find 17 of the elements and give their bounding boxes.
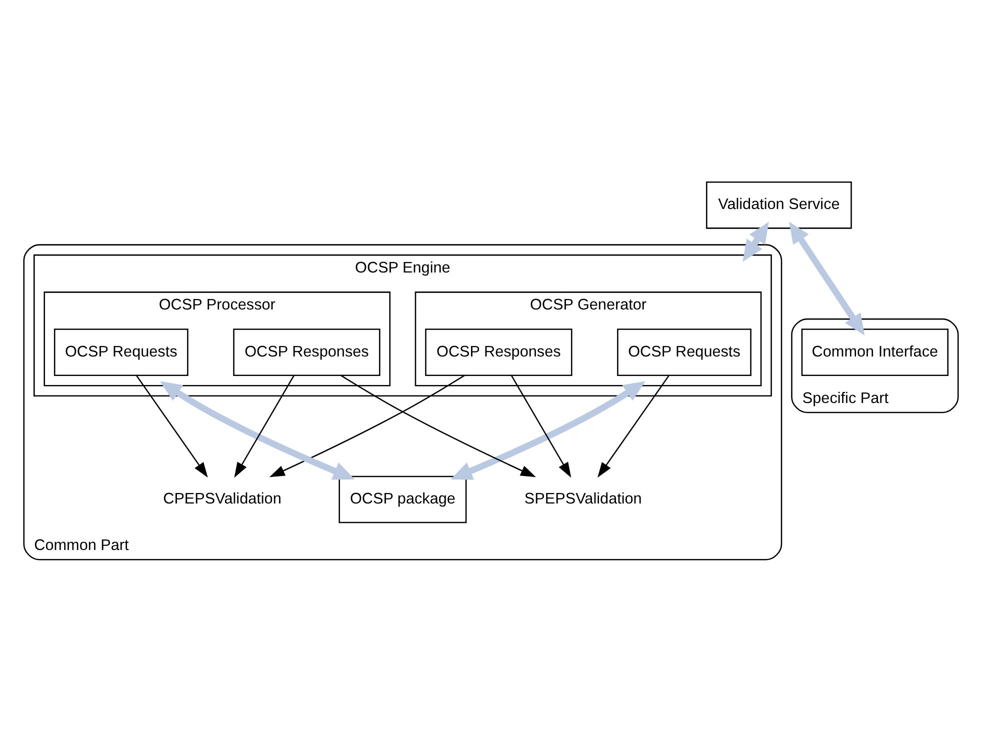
arrow bbox=[789, 221, 865, 336]
arrow bbox=[742, 221, 769, 262]
node-box: OCSP package bbox=[338, 475, 467, 523]
node-box: Validation Service bbox=[706, 180, 852, 228]
node-box: OCSP Requests bbox=[54, 328, 188, 376]
arrow bbox=[136, 374, 208, 478]
node-box: OCSP Requests bbox=[617, 328, 752, 376]
arrow bbox=[598, 374, 670, 478]
arrow bbox=[510, 374, 572, 478]
arrow bbox=[160, 380, 355, 480]
arrow bbox=[450, 380, 646, 480]
node-box: OCSP Responses bbox=[425, 328, 572, 376]
node-text: SPEPSValidation bbox=[524, 490, 642, 507]
node-box: Common Interface bbox=[801, 328, 948, 376]
arrow bbox=[234, 374, 294, 478]
node-box: OCSP Responses bbox=[233, 328, 380, 376]
node-text: CPEPSValidation bbox=[163, 490, 282, 507]
